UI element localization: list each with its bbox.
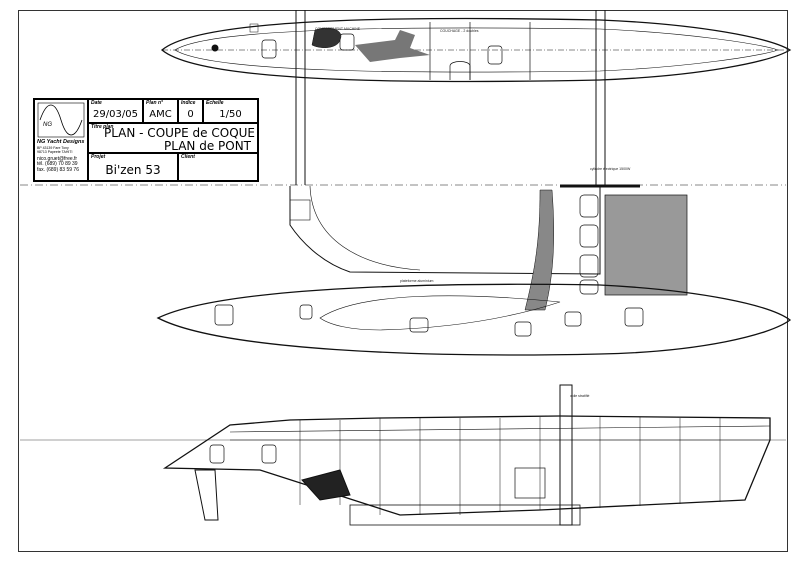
- client-label: Client: [181, 154, 195, 160]
- indice-label: Indice: [181, 100, 196, 106]
- section-note-label: voile stratifié: [570, 394, 590, 398]
- scale-label: Echelle: [206, 100, 224, 106]
- phone: tél. (689) 70 89 39: [37, 161, 78, 167]
- side-profile: [20, 384, 786, 526]
- date-label: Date: [91, 100, 102, 106]
- title-line-1: PLAN - COUPE de COQUE: [103, 126, 255, 140]
- address-line-1: BP 43139 Fare Tony: [37, 145, 69, 150]
- title-line-2: PLAN de PONT: [164, 139, 251, 153]
- plan-number-value: AMC: [149, 109, 172, 120]
- deck-note-label: plateforme aluminium: [400, 279, 434, 283]
- project-value: Bi'zen 53: [105, 163, 161, 177]
- engine-room-label: COMPARTIMENT MACHINE: [315, 27, 361, 31]
- client-cell: Client: [178, 153, 258, 181]
- email: nico.gruet@free.fr: [37, 155, 78, 162]
- title-label: Titre plan: [91, 124, 114, 130]
- sheet-border: [18, 10, 788, 552]
- title-cell: Titre plan PLAN - COUPE de COQUE PLAN de…: [88, 123, 258, 153]
- scale-value: 1/50: [219, 109, 242, 120]
- address-line-2: 98713 Papeete TAHITI: [37, 149, 73, 154]
- indice-value: 0: [187, 109, 194, 120]
- logo-text: NG: [43, 122, 52, 128]
- mast-note-label: cylindre électrique 1500W: [590, 167, 631, 171]
- date-cell: Date 29/03/05: [88, 99, 143, 123]
- cabin-label: COUCHAGE - 2 doubles: [440, 29, 479, 33]
- company-logo: NG: [37, 102, 85, 138]
- top-hull-plan: [160, 10, 792, 185]
- company-cell: NG NG Yacht Designs BP 43139 Fare Tony 9…: [34, 99, 88, 181]
- fax: fax. (689) 83 59 76: [37, 166, 79, 173]
- indice-cell: Indice 0: [178, 99, 203, 123]
- date-value: 29/03/05: [93, 109, 138, 120]
- plan-number-label: Plan n°: [146, 100, 164, 106]
- deck-plan: [156, 184, 792, 356]
- title-block: NG NG Yacht Designs BP 43139 Fare Tony 9…: [33, 98, 259, 182]
- company-name: NG Yacht Designs: [37, 139, 85, 145]
- project-label: Projet: [91, 154, 106, 160]
- scale-cell: Echelle 1/50: [203, 99, 258, 123]
- plan-number-cell: Plan n° AMC: [143, 99, 178, 123]
